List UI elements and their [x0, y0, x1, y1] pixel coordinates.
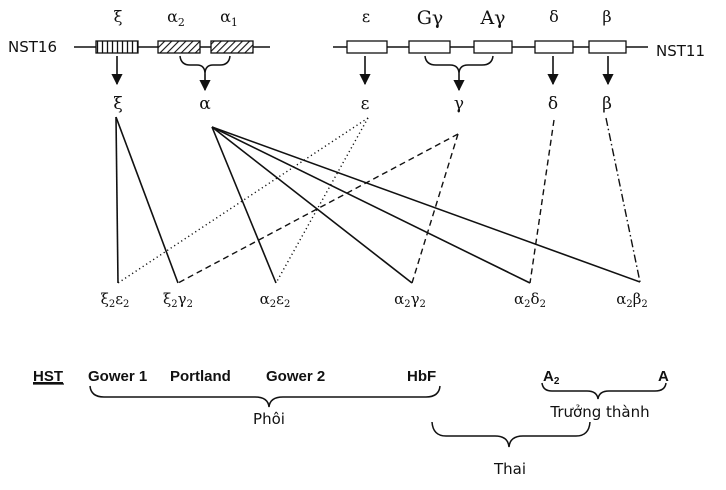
link-beta-a2bet2	[605, 117, 641, 283]
gene-beta-box	[588, 40, 627, 54]
gene-beta-label: β	[602, 7, 611, 26]
nst11-label: NST11	[656, 42, 705, 60]
chain-epsilon: ε	[361, 94, 370, 114]
hb-gower1: Gower 1	[88, 368, 147, 385]
hemoglobin-labels: ξ2ε2 ξ2γ2 α2ε2 α2γ2 α2δ2 α2β2	[101, 290, 648, 310]
gene-delta-box	[534, 40, 574, 54]
link-gamma-xi2gam2	[177, 133, 459, 284]
gene-ggamma-label: Gγ	[417, 7, 444, 29]
link-gamma-a2gam2	[411, 133, 459, 284]
link-xi-xi2gam2	[115, 116, 179, 284]
gene-agamma-box	[473, 40, 513, 54]
gene-agamma-label: Aγ	[479, 7, 505, 29]
brace-embryo	[89, 385, 441, 408]
hb-composition-xi2eps2: ξ2ε2	[101, 290, 130, 310]
link-epsilon-a2eps2	[275, 117, 369, 284]
chain-alpha: α	[199, 94, 211, 114]
hb-hbf: HbF	[407, 368, 436, 385]
gene-ggamma-box	[408, 40, 451, 54]
stage-adult: Trưởng thành	[549, 403, 649, 421]
hb-composition-a2gam2: α2γ2	[394, 290, 426, 310]
link-alpha-a2gam2	[211, 126, 413, 284]
gene-alpha1-label: α1	[220, 7, 238, 29]
hb-a2: A2	[543, 368, 560, 387]
hb-a: A	[658, 368, 669, 385]
gene-delta-label: δ	[549, 7, 559, 26]
hst-label: HST	[33, 368, 63, 385]
chain-gamma: γ	[454, 94, 464, 114]
gene-epsilon-box	[346, 40, 388, 54]
stage-embryo: Phôi	[253, 410, 285, 428]
chain-xi: ξ	[113, 94, 122, 114]
hb-composition-a2bet2: α2β2	[616, 290, 648, 310]
gene-xi-box	[95, 40, 139, 54]
link-xi-xi2eps2	[115, 116, 119, 284]
gene-xi-label: ξ	[114, 7, 123, 26]
gene-epsilon-label: ε	[362, 7, 370, 26]
hb-composition-xi2gam2: ξ2γ2	[163, 290, 193, 310]
gene-alpha1-box	[210, 40, 254, 54]
brace-gamma	[424, 55, 494, 75]
brace-fetus	[431, 421, 591, 448]
brace-alpha	[179, 55, 231, 75]
hb-portland: Portland	[170, 368, 231, 385]
nst16-label: NST16	[8, 38, 57, 56]
link-delta-a2del2	[529, 119, 555, 284]
brace-adult	[541, 382, 667, 400]
link-alpha-a2eps2	[211, 126, 277, 284]
gene-alpha2-box	[157, 40, 201, 54]
link-alpha-a2bet2	[211, 126, 641, 283]
hb-composition-a2eps2: α2ε2	[260, 290, 291, 310]
link-alpha-a2del2	[211, 126, 531, 284]
chain-beta: β	[602, 94, 612, 114]
stage-fetus: Thai	[493, 460, 526, 478]
hb-gower2: Gower 2	[266, 368, 325, 385]
chain-delta: δ	[548, 94, 558, 114]
hb-composition-a2del2: α2δ2	[514, 290, 546, 310]
gene-alpha2-label: α2	[167, 7, 185, 29]
chain-links	[115, 116, 641, 284]
